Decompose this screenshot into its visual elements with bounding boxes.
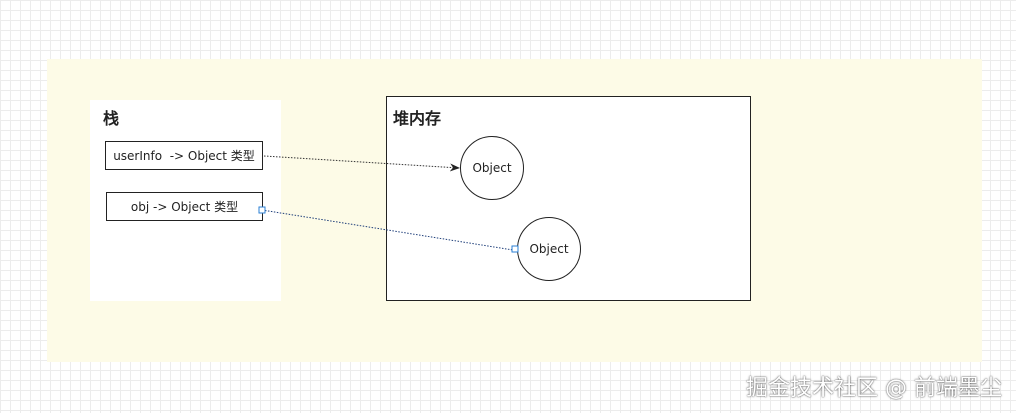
stack-var-userinfo[interactable]: userInfo -> Object 类型 — [105, 141, 263, 170]
stack-title: 栈 — [103, 109, 120, 128]
heap-object-2[interactable]: Object — [517, 217, 581, 281]
watermark-text: 掘金技术社区 @ 前端墨尘 — [746, 376, 1002, 401]
stack-var-obj[interactable]: obj -> Object 类型 — [106, 192, 263, 221]
heap-title: 堆内存 — [393, 109, 442, 128]
heap-object-1[interactable]: Object — [460, 136, 524, 200]
